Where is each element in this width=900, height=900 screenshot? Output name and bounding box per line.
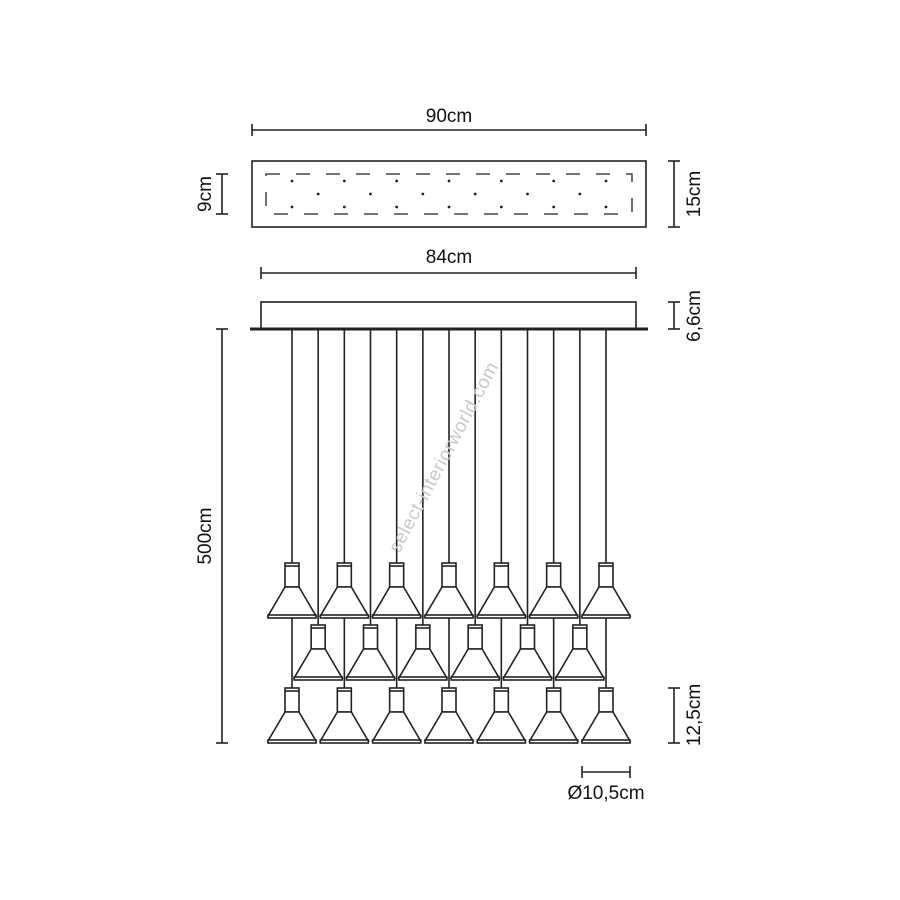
label-500cm: 500cm (195, 507, 216, 564)
pendant-lamp-top-row (475, 562, 527, 619)
label-12-5cm: 12,5cm (684, 684, 705, 746)
pendant-lamp-middle-row (449, 624, 501, 681)
pendant-lamp-top-row (528, 562, 580, 619)
pendant-lamp-top-row (371, 562, 423, 619)
dim-diameter-line (581, 766, 631, 778)
dim-90cm-line (251, 124, 647, 136)
dim-15cm-line (668, 160, 680, 228)
label-90cm: 90cm (426, 106, 472, 127)
pendant-lamp-bottom-row (528, 687, 580, 744)
mount-point (499, 205, 503, 209)
pendant-lamp-middle-row (397, 624, 449, 681)
mount-point (342, 179, 346, 183)
pendant-lamp-middle-row (554, 624, 606, 681)
pendant-lamp-bottom-row (371, 687, 423, 744)
mount-point (604, 205, 608, 209)
dim-6-6cm-line (668, 301, 680, 330)
pendant-lamp-top-row (266, 562, 318, 619)
mount-point (526, 192, 529, 196)
mount-point (395, 205, 399, 209)
pendant-lamp-middle-row (292, 624, 344, 681)
mount-point (395, 179, 399, 183)
mount-point (499, 179, 503, 183)
pendant-lamp-bottom-row (423, 687, 475, 744)
label-84cm: 84cm (426, 247, 472, 268)
pendant-lamp-bottom-row (266, 687, 318, 744)
mount-point (447, 179, 451, 183)
mount-point (578, 192, 582, 196)
mount-point (473, 192, 477, 196)
pendant-lamp-bottom-row (580, 687, 632, 744)
pendant-lamp-middle-row (345, 624, 396, 681)
pendant-lamp-top-row (423, 562, 475, 619)
dim-9cm-line (216, 173, 228, 215)
pendant-lamp-middle-row (502, 624, 553, 681)
mount-point (369, 192, 372, 196)
mount-point (342, 205, 346, 209)
label-6-6cm: 6,6cm (684, 290, 705, 342)
mount-point (552, 179, 556, 183)
label-diameter: Ø10,5cm (567, 783, 644, 804)
dim-500cm-line (216, 328, 228, 744)
mount-point (316, 192, 320, 196)
mount-point (421, 192, 425, 196)
plan-view-outline (251, 160, 647, 228)
label-9cm: 9cm (195, 176, 216, 212)
mount-point (604, 179, 608, 183)
watermark: select-interiorworld.com (385, 359, 503, 557)
canopy (260, 301, 637, 330)
pendant-lamp-bottom-row (475, 687, 527, 744)
plan-view-inner-dashed (265, 173, 633, 215)
pendant-lamp-bottom-row (318, 687, 370, 744)
label-15cm: 15cm (684, 171, 705, 217)
dim-84cm-line (260, 267, 637, 279)
dim-12-5cm-line (668, 687, 680, 744)
mount-point (552, 205, 556, 209)
mount-point (447, 205, 451, 209)
mount-point (290, 179, 294, 183)
pendant-lamp-top-row (580, 562, 632, 619)
pendant-lamp-top-row (318, 562, 370, 619)
mount-point (290, 205, 294, 209)
